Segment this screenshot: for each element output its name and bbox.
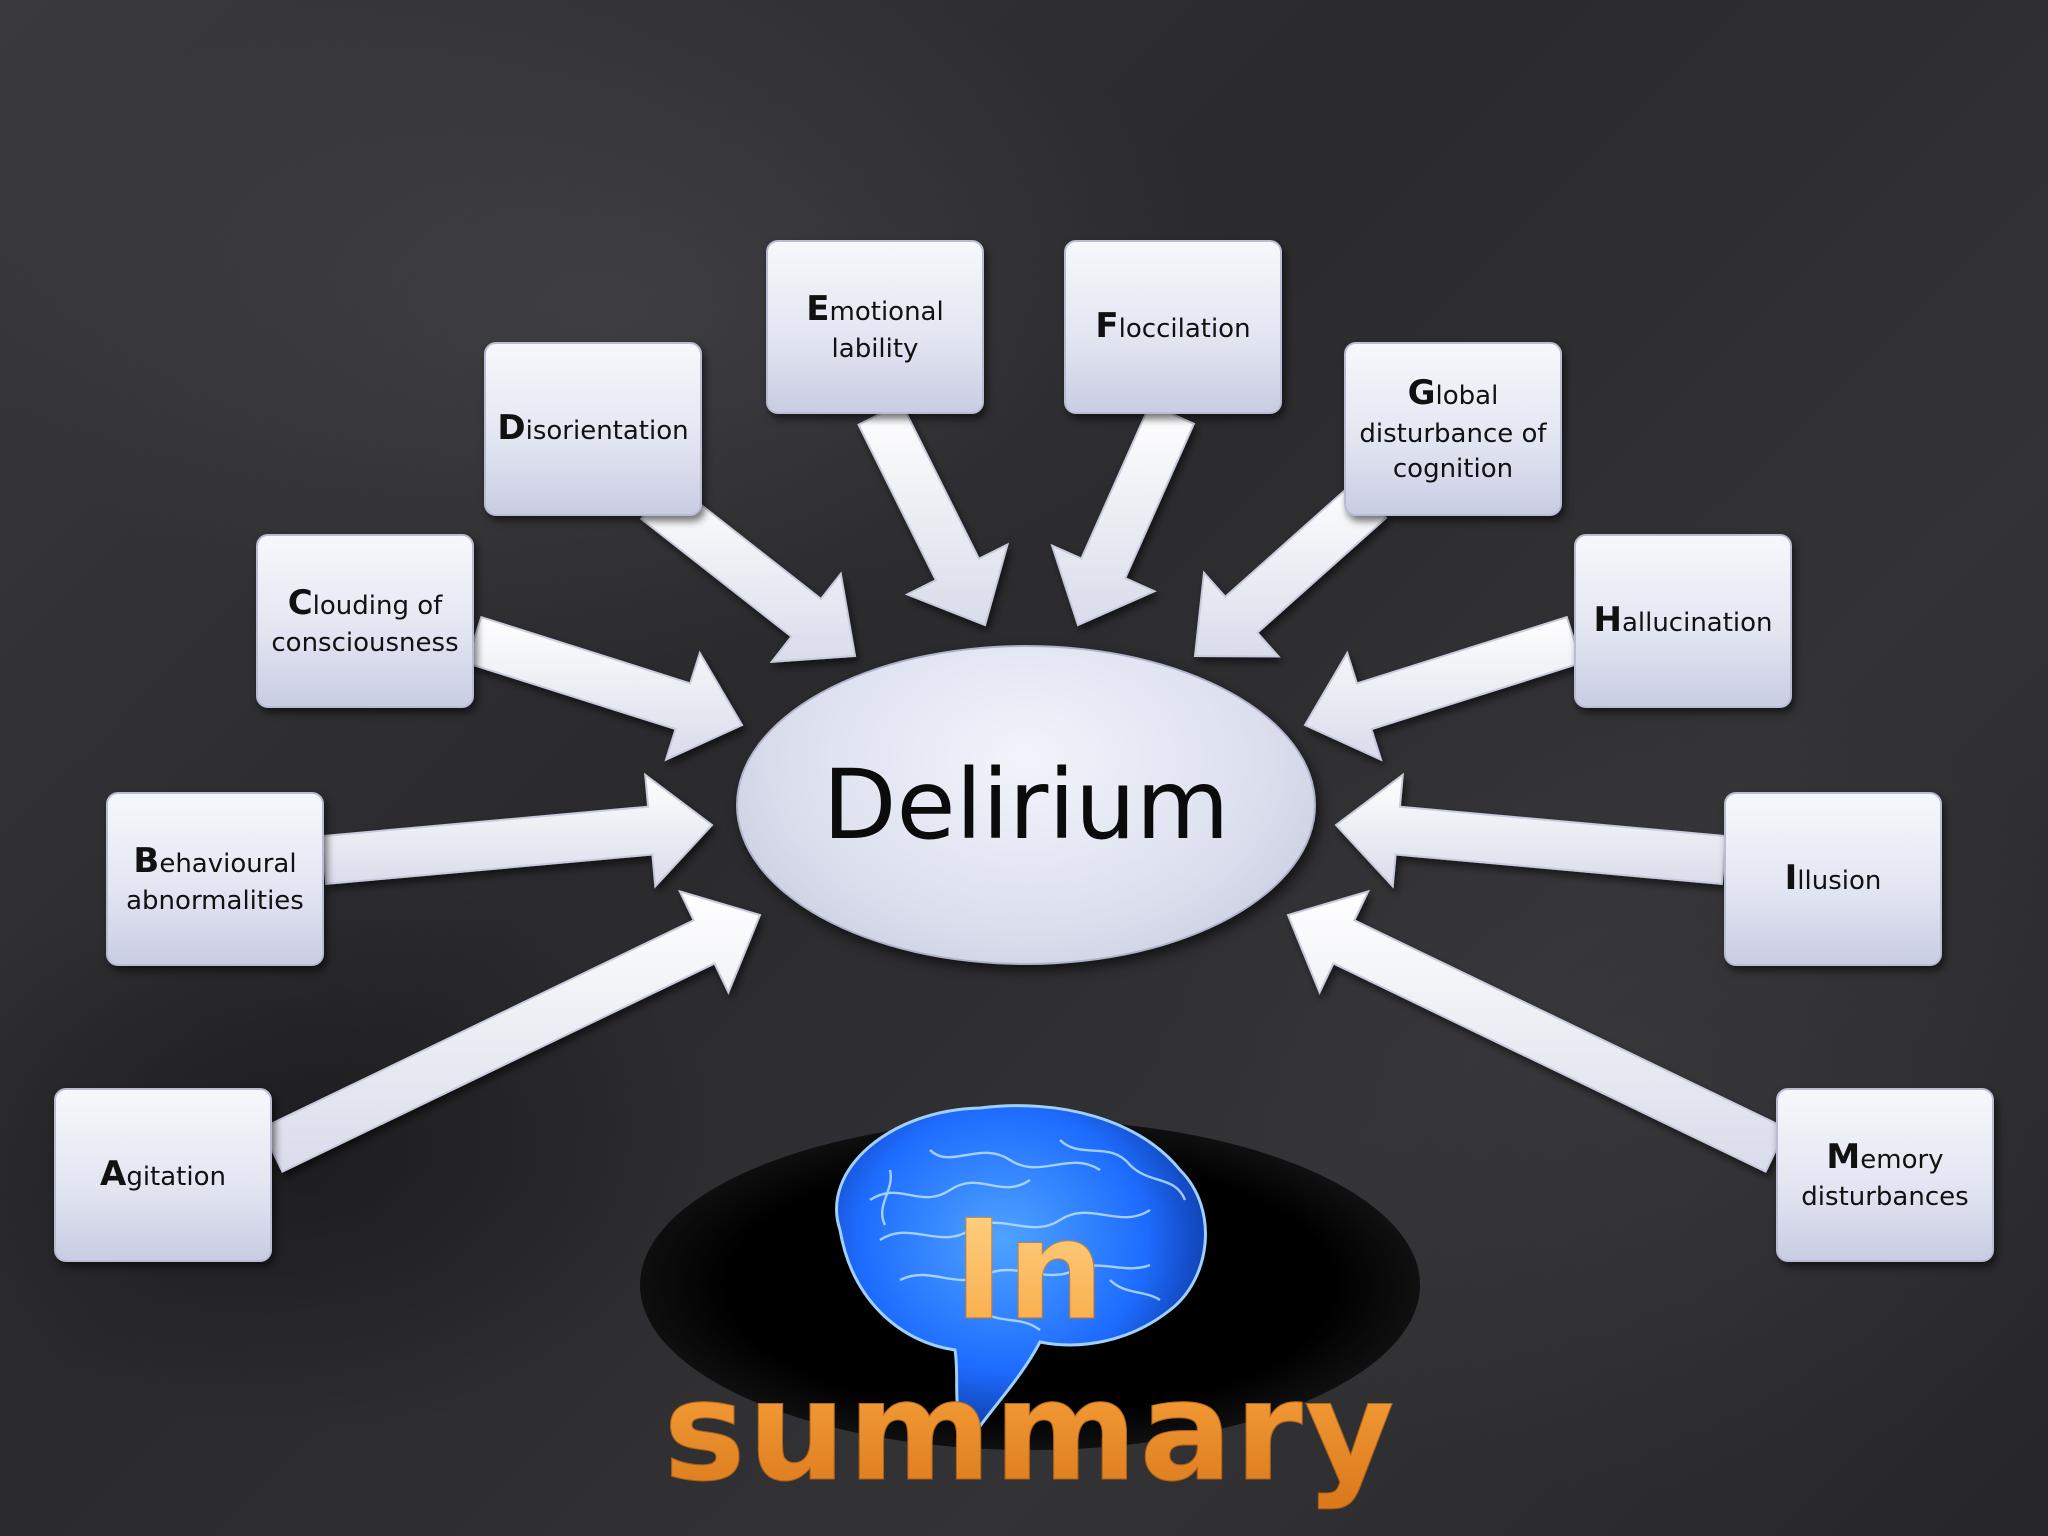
item-initial: I	[1784, 858, 1798, 899]
item-label: Behavioural abnormalities	[126, 839, 304, 920]
arrow	[465, 615, 744, 762]
item-initial: M	[1826, 1136, 1861, 1177]
item-memory-disturbances: Memory disturbances	[1776, 1088, 1994, 1262]
item-label: Disorientation	[497, 406, 688, 452]
item-disorientation: Disorientation	[484, 342, 702, 516]
item-initial: D	[497, 408, 526, 449]
item-initial: H	[1593, 600, 1622, 641]
item-label: Emotional lability	[806, 287, 943, 368]
item-illusion: Illusion	[1724, 792, 1942, 966]
item-text: disturbances	[1801, 1182, 1969, 1213]
arrow	[260, 889, 762, 1173]
central-concept: Delirium	[736, 645, 1316, 965]
item-text: disturbance of	[1359, 418, 1547, 449]
item-text: gitation	[126, 1162, 226, 1193]
item-emotional-lability: Emotional lability	[766, 240, 984, 414]
item-text: consciousness	[271, 628, 459, 659]
arrow	[1286, 889, 1788, 1173]
central-concept-label: Delirium	[822, 749, 1230, 861]
arrow	[1334, 772, 1728, 889]
item-initial: B	[133, 840, 160, 881]
summary-title: In summary	[620, 1190, 1440, 1513]
item-text: louding of	[312, 590, 443, 621]
item-label: Floccilation	[1095, 304, 1250, 350]
item-behavioural-abnormalities: Behavioural abnormalities	[106, 792, 324, 966]
arrow	[1303, 615, 1583, 762]
item-agitation: Agitation	[54, 1088, 272, 1262]
item-label: Memory disturbances	[1801, 1135, 1968, 1216]
item-initial: A	[100, 1154, 127, 1195]
item-text: emory	[1860, 1144, 1944, 1175]
item-global-disturbance-of-cognition: Global disturbance of cognition	[1344, 342, 1562, 516]
item-label: Illusion	[1785, 856, 1882, 902]
arrow	[1050, 402, 1196, 627]
item-label: Agitation	[100, 1152, 226, 1198]
item-floccilation: Floccilation	[1064, 240, 1282, 414]
item-text: allucination	[1621, 608, 1773, 639]
item-text: ehavioural	[159, 848, 297, 879]
item-initial: G	[1407, 372, 1436, 413]
item-label: Hallucination	[1593, 598, 1772, 644]
item-label: Global disturbance of cognition	[1359, 371, 1546, 487]
item-text: lobal	[1435, 380, 1499, 411]
item-initial: F	[1095, 306, 1119, 347]
item-initial: E	[806, 288, 830, 329]
item-text: loccilation	[1118, 314, 1251, 345]
item-initial: C	[287, 582, 313, 623]
brain-icon	[835, 1104, 1207, 1443]
item-label: Clouding of consciousness	[271, 581, 458, 662]
item-text: isorientation	[525, 416, 689, 447]
item-text: motional	[829, 296, 944, 327]
arrow	[320, 772, 714, 889]
arrow	[857, 401, 1010, 627]
arrow	[1193, 480, 1388, 658]
item-clouding-of-consciousness: Clouding of consciousness	[256, 534, 474, 708]
item-text: llusion	[1797, 866, 1882, 897]
summary-banner: In summary	[620, 1080, 1440, 1513]
item-text: lability	[831, 334, 919, 365]
item-hallucination: Hallucination	[1574, 534, 1792, 708]
item-text: abnormalities	[126, 886, 304, 917]
item-text: cognition	[1392, 453, 1514, 484]
